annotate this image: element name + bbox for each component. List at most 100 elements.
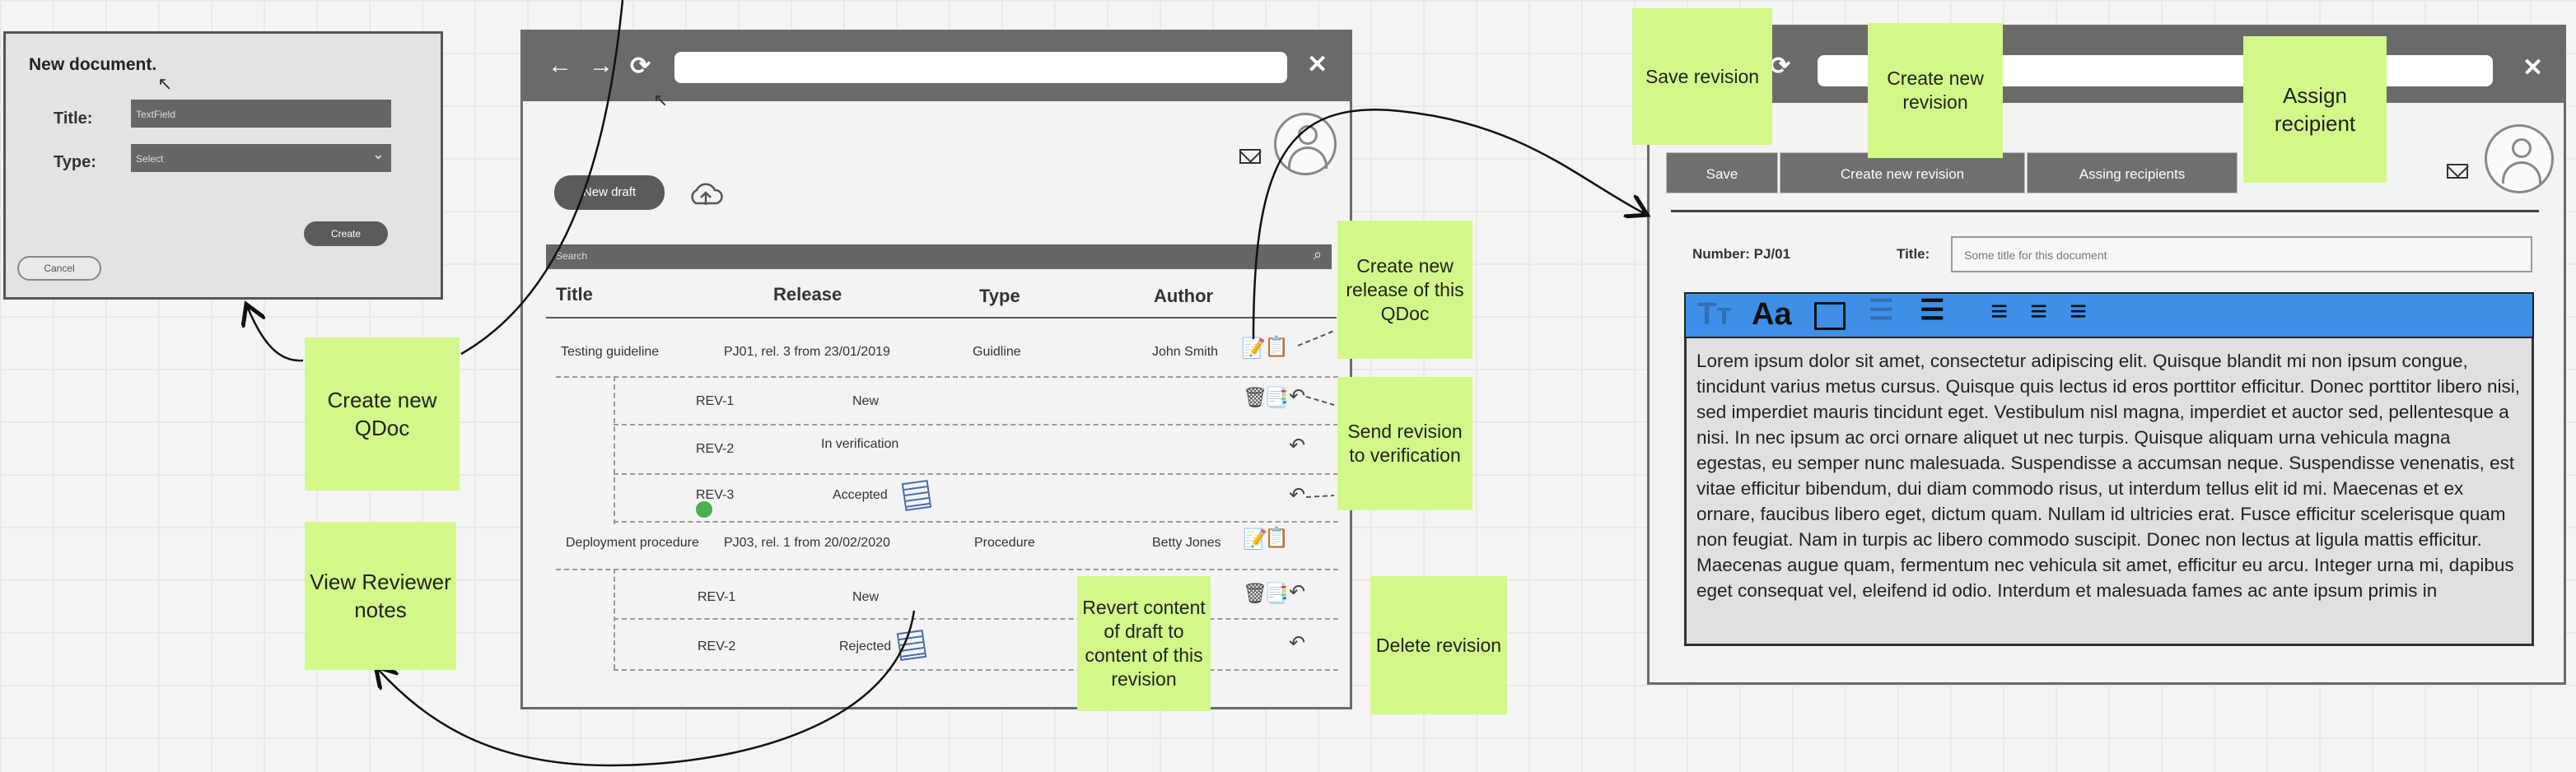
- sticky-create-release: Create new release of this QDoc: [1337, 221, 1472, 359]
- image-icon[interactable]: [1814, 302, 1846, 330]
- cloud-upload-icon[interactable]: [688, 180, 724, 212]
- sticky-create-revision: Create new revision: [1868, 23, 2003, 158]
- document-list-window: ← → ⟳ ✕ ↖ New draft Search ⌕ Title Relea…: [520, 30, 1352, 709]
- revision-id: REV-1: [698, 590, 736, 604]
- arrow-to-editor: [1252, 109, 1645, 340]
- align-center-icon[interactable]: ≡: [2030, 294, 2048, 328]
- forward-arrow-icon[interactable]: →: [589, 52, 614, 79]
- tree-line: [614, 376, 615, 524]
- row-title[interactable]: Deployment procedure: [566, 536, 699, 550]
- document-title-input[interactable]: Some title for this document: [1951, 236, 2532, 272]
- row-release: PJ03, rel. 1 from 20/02/2020: [724, 536, 890, 550]
- revert-icon[interactable]: ↶: [1289, 632, 1306, 654]
- row-author: John Smith: [1152, 345, 1219, 359]
- column-header-type[interactable]: Type: [979, 286, 1020, 306]
- revision-id: REV-2: [698, 639, 736, 653]
- row-divider: [556, 569, 1338, 570]
- close-icon[interactable]: ✕: [2522, 54, 2544, 81]
- align-left-icon[interactable]: ≡: [1990, 294, 2009, 328]
- reload-icon[interactable]: ⟳: [1770, 53, 1791, 80]
- mouse-cursor-icon: ↖: [653, 90, 669, 110]
- copy-icon[interactable]: 📋: [1264, 336, 1289, 358]
- arrow-to-dialog: [247, 306, 304, 362]
- document-number: Number: PJ/01: [1692, 246, 1791, 262]
- row-divider: [614, 473, 1338, 475]
- sticky-delete-revision: Delete revision: [1370, 576, 1507, 714]
- column-header-release[interactable]: Release: [773, 284, 842, 305]
- text-size-icon[interactable]: Tт: [1697, 297, 1732, 332]
- mouse-cursor-icon: ↖: [157, 73, 173, 94]
- numbered-list-icon[interactable]: ☰: [1920, 295, 1945, 326]
- address-bar[interactable]: [674, 52, 1287, 83]
- trash-icon[interactable]: 🗑: [1243, 583, 1268, 605]
- revert-icon[interactable]: ↶: [1289, 484, 1306, 506]
- editor-divider: [1671, 210, 2539, 212]
- bullet-list-icon[interactable]: ☰: [1869, 295, 1894, 326]
- create-button[interactable]: Create: [304, 221, 388, 246]
- send-verification-icon[interactable]: 📑: [1264, 583, 1289, 605]
- title-label: Title:: [1897, 246, 1930, 262]
- back-arrow-icon[interactable]: ←: [548, 52, 572, 79]
- column-header-title[interactable]: Title: [556, 284, 593, 305]
- user-avatar[interactable]: [1274, 113, 1337, 175]
- document-editor-window: ⟳ ✕ Save Create new revision Assing reci…: [1647, 25, 2566, 685]
- send-verification-icon[interactable]: 📑: [1264, 387, 1289, 409]
- row-divider: [614, 669, 1338, 671]
- document-body-editor[interactable]: Lorem ipsum dolor sit amet, consectetur …: [1684, 338, 2534, 646]
- title-input[interactable]: TextField: [131, 100, 391, 128]
- assign-recipients-button[interactable]: Assing recipients: [2027, 152, 2238, 193]
- column-header-author[interactable]: Author: [1154, 286, 1214, 306]
- new-draft-button[interactable]: New draft: [554, 175, 665, 210]
- row-release: PJ01, rel. 3 from 23/01/2019: [724, 345, 890, 359]
- arrow-create-qdoc: [460, 0, 624, 356]
- type-select-value: Select: [136, 153, 164, 165]
- trash-icon[interactable]: 🗑: [1243, 387, 1268, 409]
- close-icon[interactable]: ✕: [1307, 51, 1328, 78]
- sticky-send-revision: Send revision to verification: [1337, 377, 1472, 510]
- sticky-assign-recipient: Assign recipient: [2243, 36, 2387, 183]
- revision-id: REV-2: [696, 442, 735, 456]
- new-release-icon[interactable]: 📝: [1241, 337, 1266, 360]
- row-type: Procedure: [974, 536, 1035, 550]
- dash-send-revision: [1305, 396, 1335, 406]
- cancel-button[interactable]: Cancel: [17, 256, 101, 281]
- revert-icon[interactable]: ↶: [1289, 435, 1306, 457]
- new-document-dialog: New document. ↖ Title: TextField Type: S…: [3, 31, 443, 300]
- align-right-icon[interactable]: ≡: [2070, 294, 2088, 328]
- revision-id: REV-3: [696, 488, 735, 502]
- sticky-view-reviewer-notes: View Reviewer notes: [305, 522, 456, 670]
- row-type: Guidline: [973, 345, 1021, 359]
- arrow-view-notes: [377, 610, 916, 767]
- revert-icon[interactable]: ↶: [1289, 385, 1306, 407]
- browser-toolbar: ← → ⟳ ✕: [523, 32, 1350, 101]
- font-icon[interactable]: Aa: [1752, 297, 1792, 332]
- type-select[interactable]: Select ⌄: [131, 144, 391, 172]
- dash-send-revision: [1305, 495, 1335, 498]
- revision-status: Accepted: [833, 488, 888, 502]
- title-label: Title:: [54, 109, 93, 128]
- mail-icon[interactable]: [1239, 149, 1261, 164]
- mail-icon[interactable]: [2447, 164, 2468, 179]
- search-input[interactable]: Search: [546, 244, 1332, 269]
- accepted-dot: [696, 501, 712, 518]
- revision-status: New: [852, 394, 880, 408]
- revert-icon[interactable]: ↶: [1289, 581, 1306, 603]
- save-button[interactable]: Save: [1666, 152, 1778, 193]
- header-divider: [546, 317, 1337, 319]
- row-title[interactable]: Testing guideline: [561, 345, 660, 359]
- sticky-revert-content: Revert content of draft to content of th…: [1077, 576, 1211, 711]
- search-icon[interactable]: ⌕: [1314, 246, 1323, 263]
- new-release-icon[interactable]: 📝: [1243, 528, 1267, 551]
- row-divider: [614, 521, 1338, 523]
- row-divider: [614, 618, 1338, 620]
- row-divider: [556, 376, 1338, 378]
- copy-icon[interactable]: 📋: [1264, 527, 1289, 549]
- formatting-toolbar: Tт Aa ☰ ☰ ≡ ≡ ≡: [1684, 292, 2534, 338]
- sticky-save-revision: Save revision: [1632, 8, 1772, 145]
- reload-icon[interactable]: ⟳: [630, 53, 651, 80]
- user-avatar[interactable]: [2485, 124, 2554, 193]
- row-divider: [614, 424, 1338, 426]
- revision-status: New: [852, 590, 880, 604]
- revision-id: REV-1: [696, 394, 735, 408]
